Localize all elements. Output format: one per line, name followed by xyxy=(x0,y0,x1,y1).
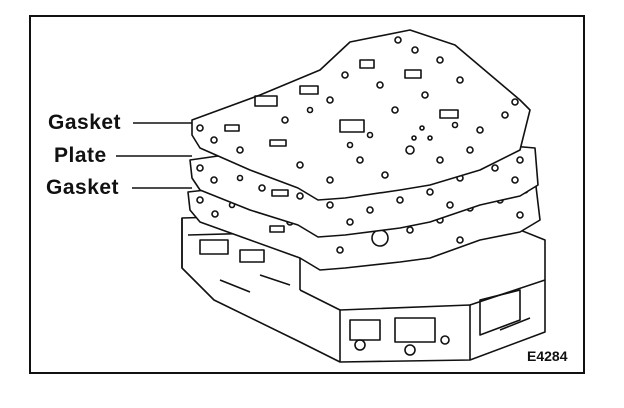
label-top-gasket: Gasket xyxy=(48,111,122,134)
upper-gasket xyxy=(191,29,531,201)
label-plate: Plate xyxy=(54,144,107,167)
figure-code: E4284 xyxy=(527,348,568,364)
label-bottom-gasket: Gasket xyxy=(46,176,120,199)
